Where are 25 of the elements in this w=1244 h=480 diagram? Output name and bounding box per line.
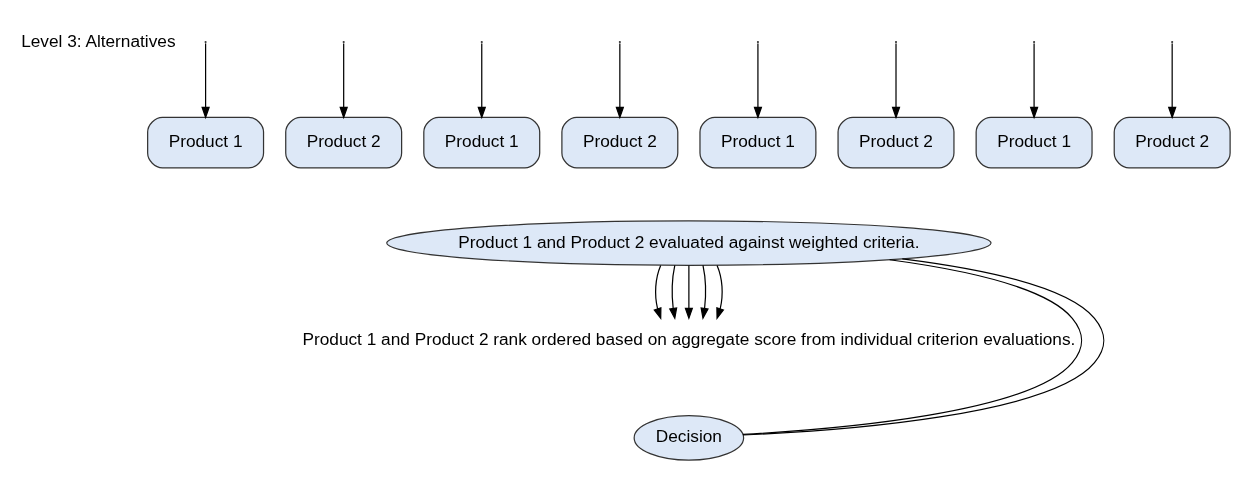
node-ellipse: Product 1 and Product 2 evaluated against weighted criteria. bbox=[386, 220, 992, 266]
arrow bbox=[668, 264, 678, 321]
node-box: Product 2 bbox=[285, 116, 403, 169]
node-box: Product 1 bbox=[699, 116, 817, 169]
arrow bbox=[891, 42, 901, 120]
arrow bbox=[716, 264, 725, 320]
arrow bbox=[700, 264, 709, 321]
node-text: Product 1 and Product 2 rank ordered based on aggregate score from individual criterion evaluations. bbox=[302, 329, 1076, 350]
arrow bbox=[753, 42, 763, 120]
label: Level 3: Alternatives bbox=[21, 30, 176, 51]
node-box: Product 2 bbox=[1113, 116, 1231, 169]
arrow bbox=[684, 264, 694, 321]
node-ellipse: Decision bbox=[633, 415, 745, 461]
node-box: Product 2 bbox=[561, 116, 679, 169]
arrow bbox=[477, 42, 487, 120]
node-box: Product 1 bbox=[423, 116, 541, 169]
node-box: Product 1 bbox=[147, 116, 265, 169]
arrow bbox=[615, 42, 625, 120]
node-box: Product 2 bbox=[837, 116, 955, 169]
arrow bbox=[1029, 42, 1039, 120]
arrow bbox=[1167, 42, 1177, 120]
arrow bbox=[201, 42, 210, 120]
arrow bbox=[653, 264, 662, 320]
node-box: Product 1 bbox=[975, 116, 1093, 169]
arrow bbox=[339, 42, 348, 120]
